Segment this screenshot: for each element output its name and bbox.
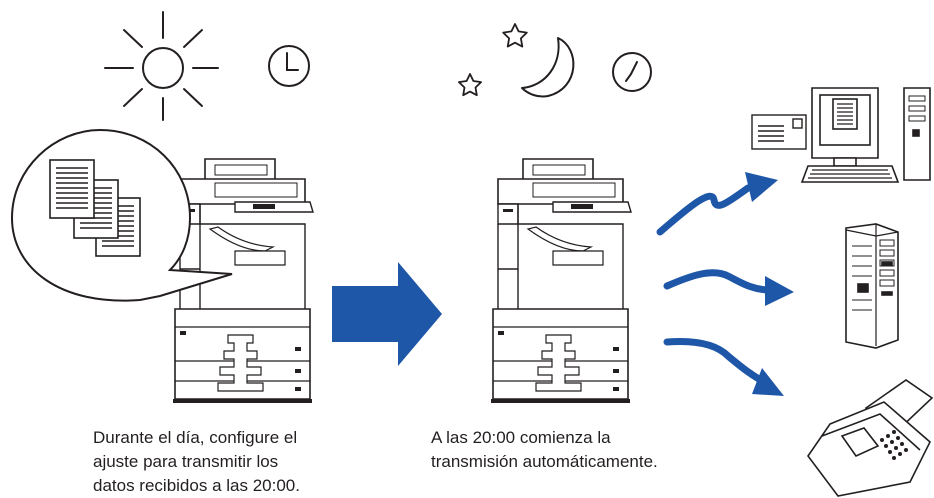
arrow-to-computer	[656, 184, 752, 236]
moon-icon	[521, 37, 575, 98]
multifunction-printer-night	[490, 158, 632, 404]
sun-icon	[104, 11, 219, 121]
daytime-caption-line: Durante el día, configure el	[93, 428, 298, 447]
daytime-caption-line: datos recibidos a las 20:00.	[93, 476, 300, 495]
clock-icon	[268, 45, 310, 87]
computer-icon	[800, 87, 931, 183]
night-caption: A las 20:00 comienza la transmisión auto…	[431, 426, 658, 474]
arrow-to-server	[663, 269, 774, 294]
transition-arrow	[332, 262, 442, 366]
clock-icon	[612, 52, 652, 92]
arrow-to-fax	[663, 338, 772, 388]
arrow-heads	[745, 172, 794, 396]
fax-icon	[807, 379, 934, 497]
transmission-arrows	[656, 184, 774, 388]
star-icon	[458, 73, 482, 97]
night-caption-line: transmisión automáticamente.	[431, 452, 658, 471]
star-icon	[502, 23, 528, 48]
daytime-caption: Durante el día, configure el ajuste para…	[93, 426, 300, 498]
night-caption-line: A las 20:00 comienza la	[431, 428, 611, 447]
server-icon	[845, 223, 899, 349]
envelope-icon	[751, 114, 807, 150]
daytime-caption-line: ajuste para transmitir los	[93, 452, 279, 471]
